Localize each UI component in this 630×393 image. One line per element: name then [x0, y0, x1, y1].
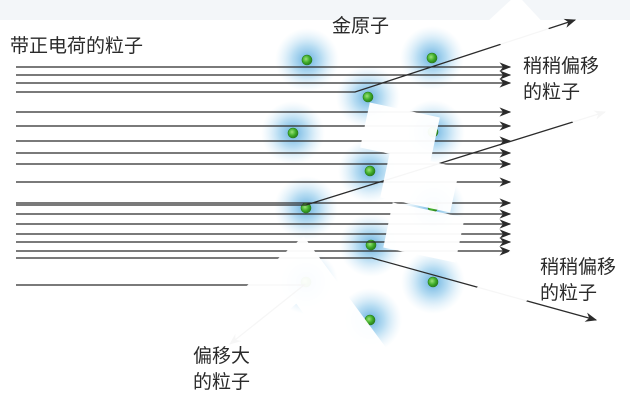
nucleus [427, 276, 439, 288]
large-deflection-label-line1: 偏移大 [193, 345, 250, 367]
nucleus [364, 165, 376, 177]
slight-deflection-lower-label-line1: 稍稍偏移 [540, 256, 616, 278]
nucleus [301, 54, 313, 66]
nucleus [426, 52, 438, 64]
slight-deflection-upper-label-line2: 的粒子 [523, 81, 580, 103]
gold-atom [275, 28, 339, 92]
slight-deflection-lower-label-line2: 的粒子 [540, 282, 597, 304]
gold-atom [400, 26, 464, 90]
gold-atom [274, 176, 338, 240]
large-deflection-label-line2: 的粒子 [193, 371, 250, 393]
slight-deflection-upper-label-line1: 稍稍偏移 [523, 55, 599, 77]
incoming-particles-label: 带正电荷的粒子 [10, 35, 143, 57]
nucleus [287, 127, 299, 139]
watermark [194, 0, 630, 393]
gold-atom [401, 250, 465, 314]
top-band [0, 0, 630, 20]
nucleus [362, 91, 374, 103]
slight-deflection-trajectory [16, 110, 607, 206]
gold-atom [261, 101, 325, 165]
gold-atom-label: 金原子 [332, 15, 389, 37]
